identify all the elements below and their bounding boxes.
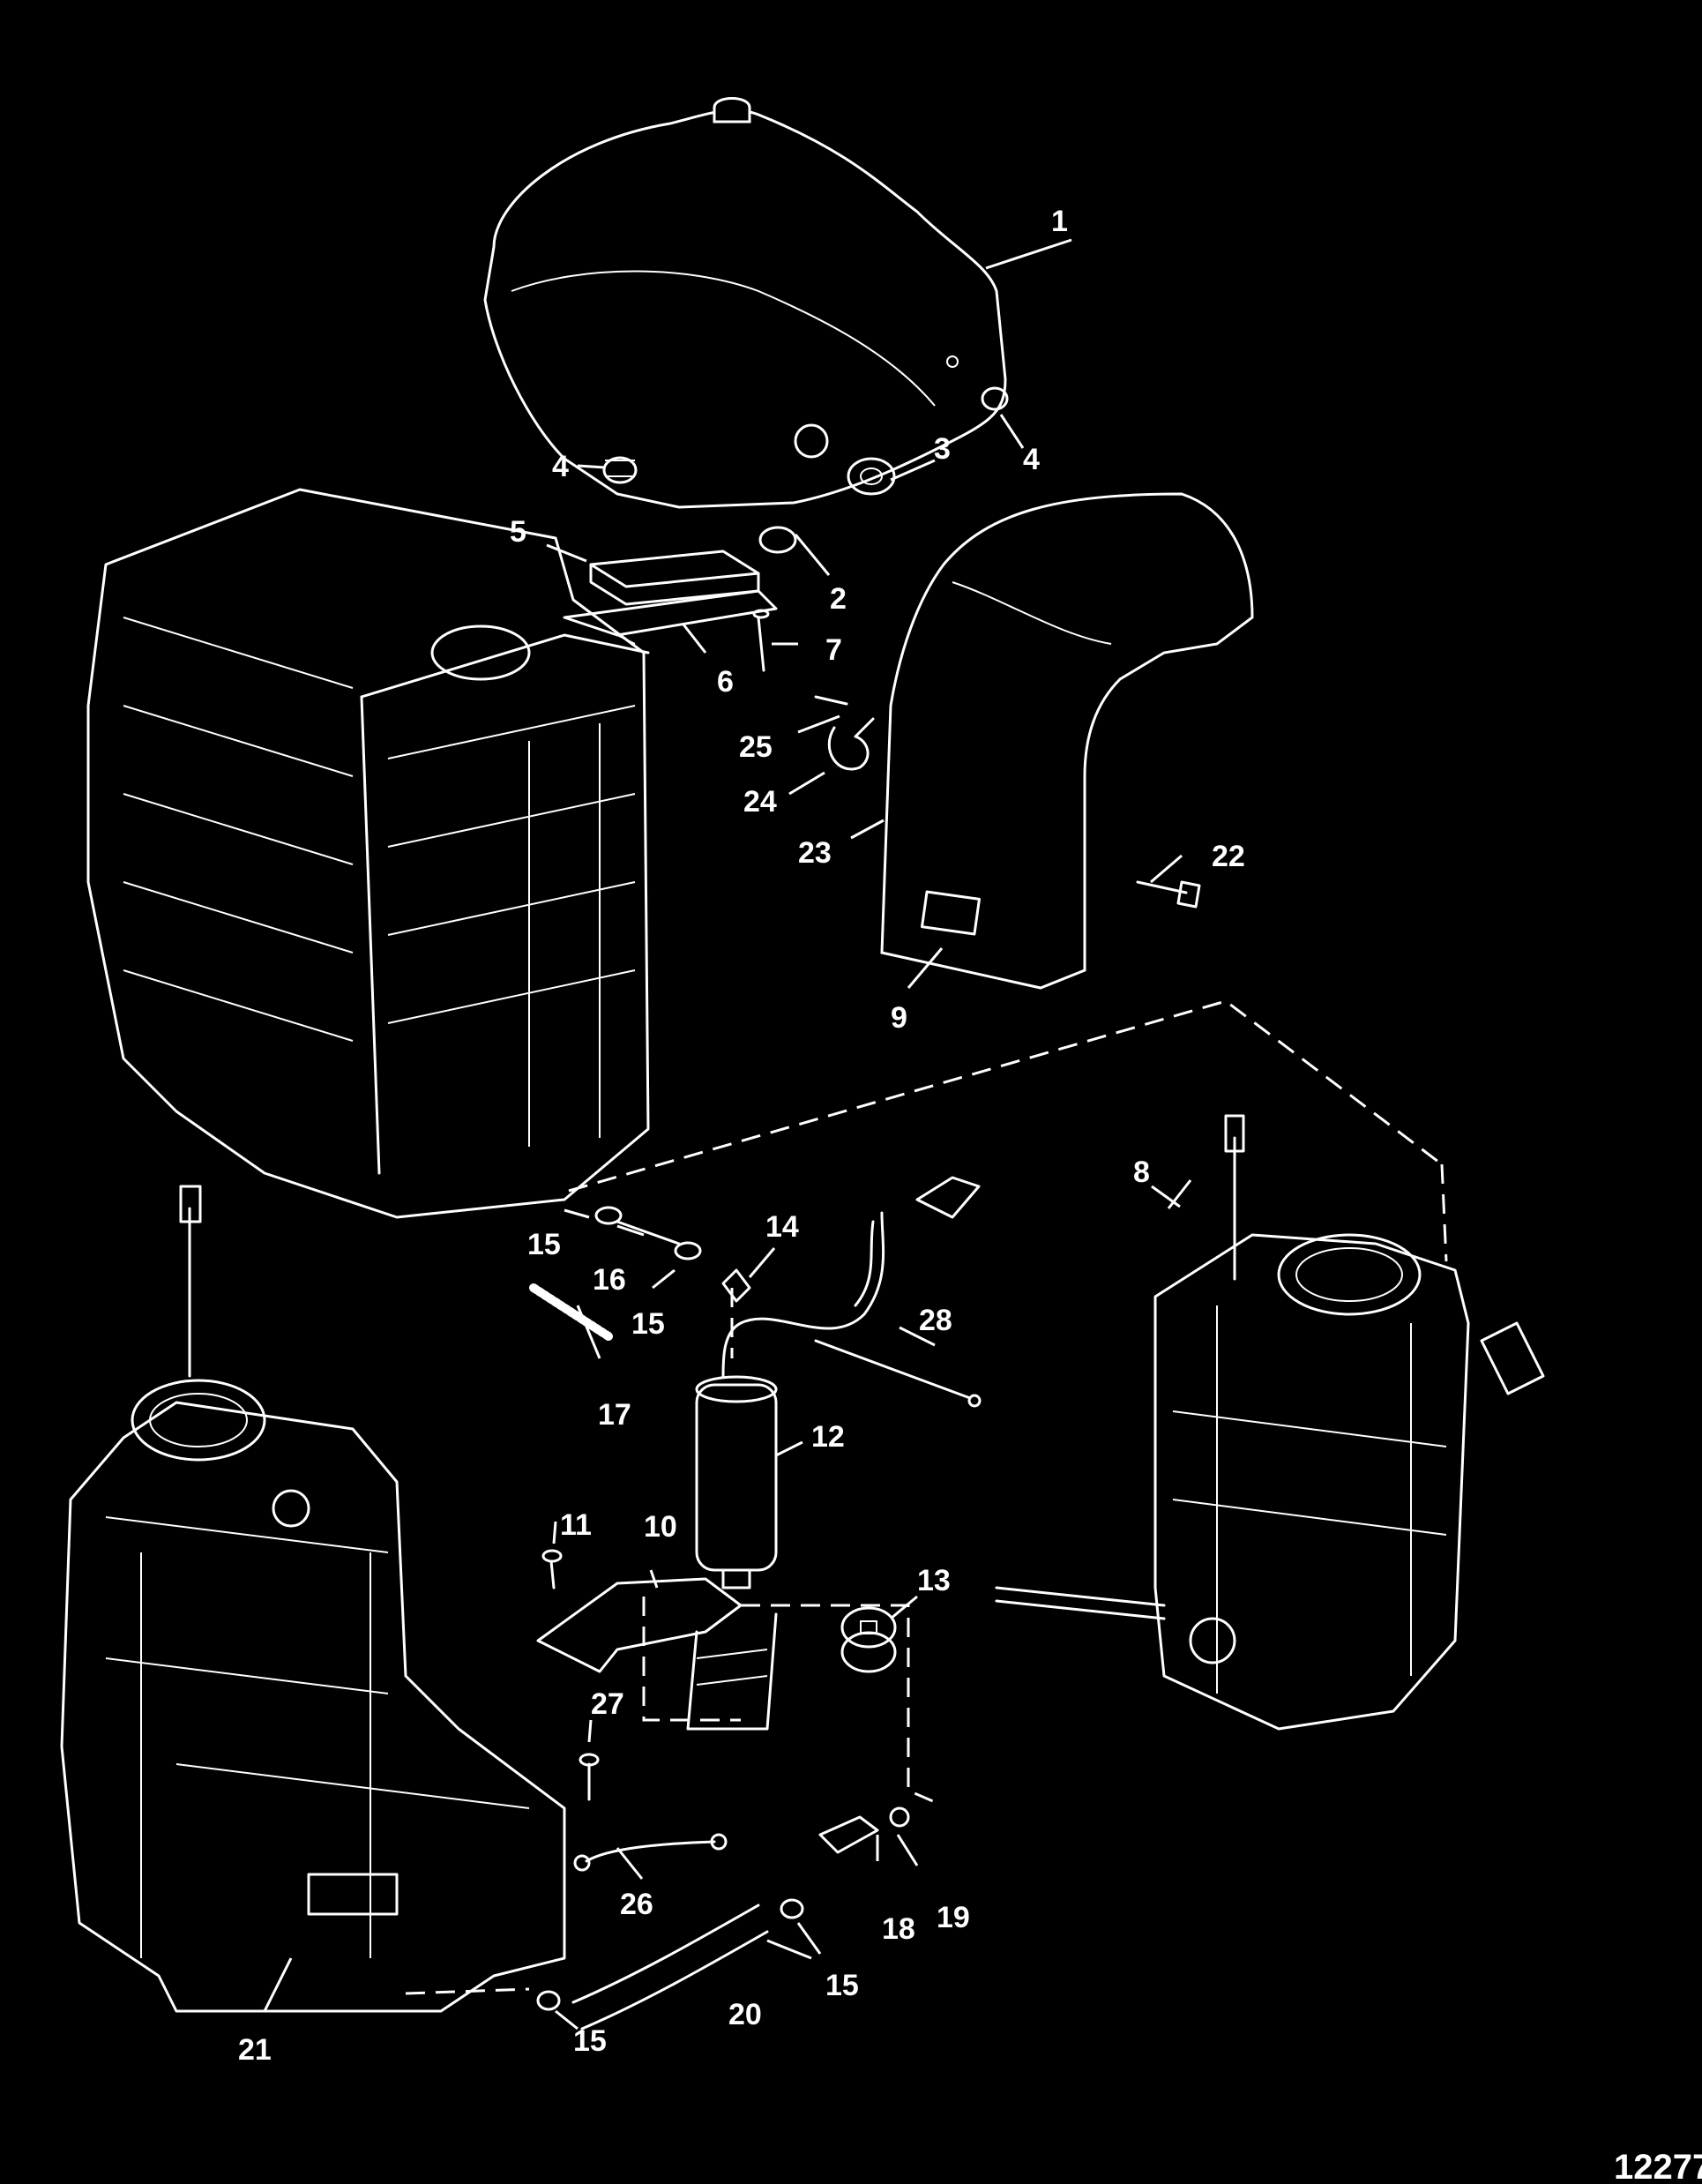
callout-15-lower-right: 15	[825, 1969, 859, 2002]
callout-24: 24	[743, 785, 777, 819]
fuel-pump-parts	[529, 1176, 982, 1589]
callout-19: 19	[937, 1901, 970, 1934]
figure-id: 12277	[1614, 2148, 1702, 2184]
mounting-bracket-parts	[536, 1549, 897, 1731]
callout-16: 16	[593, 1263, 626, 1297]
callout-leaders	[263, 238, 1192, 2031]
callout-23: 23	[798, 836, 832, 870]
callout-17: 17	[598, 1398, 631, 1432]
engine-block-part	[86, 488, 650, 1219]
callout-27: 27	[591, 1687, 624, 1721]
callout-15-middle: 15	[631, 1307, 665, 1341]
callout-15-upper: 15	[527, 1228, 561, 1261]
callout-1: 1	[1051, 205, 1068, 238]
callout-6: 6	[717, 665, 734, 699]
vapor-separator-assembly-part	[60, 1185, 566, 2013]
right-engine-assembly-part	[995, 1114, 1545, 1731]
callout-26: 26	[620, 1888, 653, 1921]
screw-and-clip-parts	[814, 695, 1201, 909]
bracket-parts	[563, 550, 778, 672]
callout-15-bottom: 15	[573, 2024, 607, 2058]
intake-duct-part	[880, 492, 1254, 990]
callout-4-left: 4	[552, 450, 569, 483]
callout-28: 28	[919, 1304, 952, 1337]
callout-5: 5	[510, 515, 526, 549]
callout-3: 3	[934, 432, 951, 466]
callout-21: 21	[238, 2033, 272, 2067]
callout-labels: 1 2 3 4 4 5 6 7 25 24 23 22 9 8 15 16 15…	[238, 205, 1245, 2067]
callout-20: 20	[728, 1998, 762, 2031]
grommet-parts	[602, 386, 1009, 554]
callout-9: 9	[891, 1001, 907, 1035]
callout-22: 22	[1212, 840, 1245, 873]
callout-4-right: 4	[1023, 443, 1040, 476]
fitting-and-hose-parts	[536, 1753, 910, 2031]
callout-11: 11	[560, 1508, 592, 1542]
callout-8: 8	[1133, 1156, 1150, 1189]
assembly-dashed-lines	[405, 999, 1448, 1995]
callout-14: 14	[765, 1210, 799, 1244]
callout-13: 13	[917, 1564, 951, 1597]
callout-25: 25	[739, 730, 773, 764]
callout-18: 18	[882, 1912, 915, 1946]
callout-2: 2	[830, 582, 847, 616]
top-cover-part	[483, 97, 1007, 509]
callout-7: 7	[825, 633, 842, 667]
callout-12: 12	[811, 1420, 845, 1454]
callout-10: 10	[644, 1510, 677, 1544]
